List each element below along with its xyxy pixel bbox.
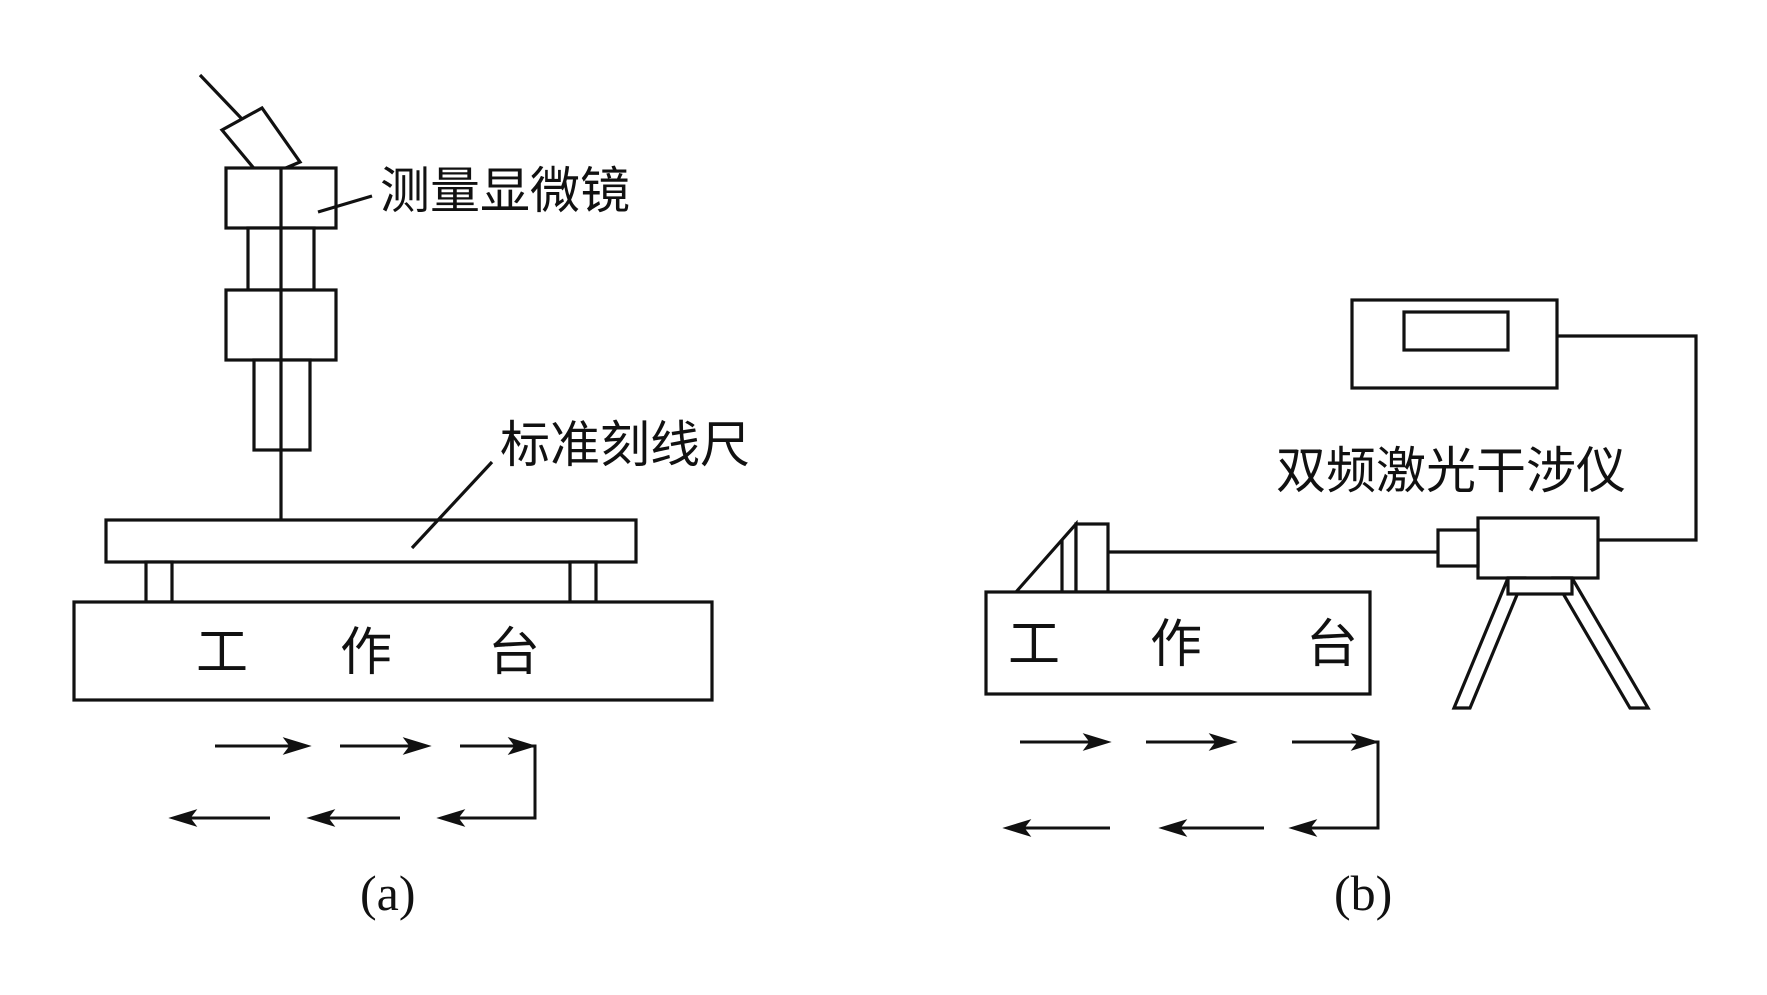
panel-a: 测量显微镜 标准刻线尺 工 作 台 [72,73,750,921]
microscope-label: 测量显微镜 [380,162,630,220]
microscope-leader-line [317,194,373,214]
display-screen [1402,310,1510,352]
caption-a: (a) [360,865,416,921]
scale-support-right [568,560,598,604]
worktable-b [984,590,1372,696]
standard-scale [104,518,638,564]
scale-support-left [144,560,174,604]
worktable-a-char-2: 作 [340,623,392,683]
interferometer-label: 双频激光干涉仪 [1276,442,1626,500]
laser-head [1436,516,1600,580]
travel-path-b [1002,733,1380,837]
worktable-a-char-1: 工 [196,623,248,683]
caption-b: (b) [1334,865,1392,921]
worktable-b-char-2: 作 [1150,615,1202,675]
display-cable [1557,334,1698,542]
worktable-a-char-3: 台 [488,623,540,683]
worktable-a [72,600,714,702]
tripod [1451,576,1651,710]
scale-leader-line [410,460,494,550]
worktable-b-char-1: 工 [1008,615,1060,675]
worktable-b-char-3: 台 [1306,615,1358,675]
measuring-microscope [198,73,338,520]
travel-path-a [168,737,537,827]
panel-b: 双频激光干涉仪 工 作 台 [984,298,1698,921]
reflector [1012,519,1110,594]
scale-label: 标准刻线尺 [500,416,750,474]
